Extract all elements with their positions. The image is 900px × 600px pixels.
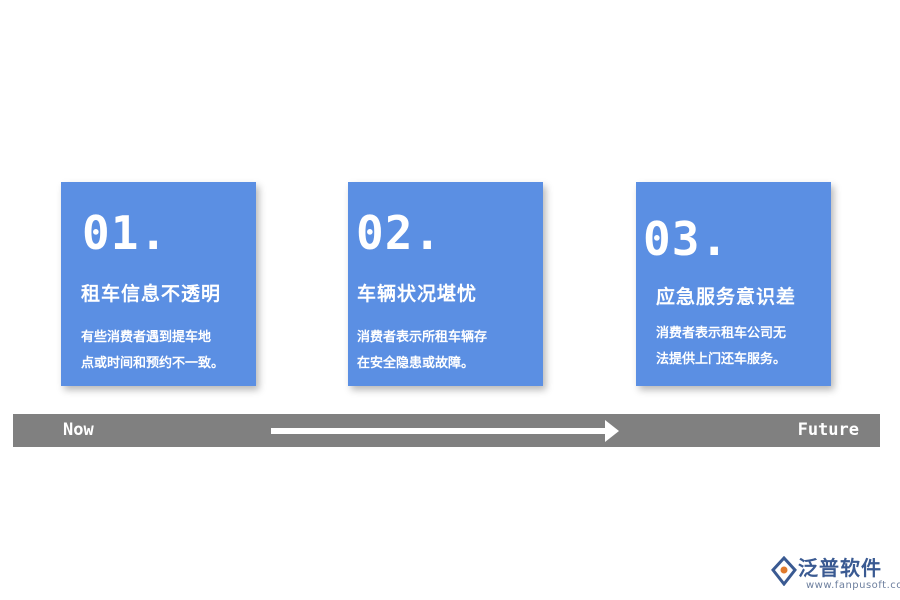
step-title: 车辆状况堪忧 xyxy=(357,283,478,305)
step-description: 消费者表示所租车辆存 在安全隐患或故障。 xyxy=(357,325,527,377)
step-description: 消费者表示租车公司无 法提供上门还车服务。 xyxy=(656,321,826,373)
brand-mark-icon xyxy=(771,556,797,586)
step-card-2: 02. 车辆状况堪忧 消费者表示所租车辆存 在安全隐患或故障。 xyxy=(348,182,543,386)
step-title: 租车信息不透明 xyxy=(81,283,222,305)
step-description-line: 消费者表示所租车辆存 xyxy=(357,330,488,345)
timeline-bar: Now Future xyxy=(13,414,880,447)
brand-url: www.fanpusoft.com xyxy=(806,580,900,591)
step-description-line: 有些消费者遇到提车地 xyxy=(81,330,212,345)
brand-name: 泛普软件 xyxy=(798,556,882,580)
step-description-line: 消费者表示租车公司无 xyxy=(656,326,787,341)
step-description-line: 法提供上门还车服务。 xyxy=(656,352,787,367)
step-card-1: 01. 租车信息不透明 有些消费者遇到提车地 点或时间和预约不一致。 xyxy=(61,182,256,386)
step-description-line: 点或时间和预约不一致。 xyxy=(81,356,225,371)
step-number: 03. xyxy=(643,212,730,266)
brand-logo: 泛普软件 www.fanpusoft.com xyxy=(770,556,900,596)
timeline-start-label: Now xyxy=(63,420,94,440)
step-number: 02. xyxy=(356,206,443,260)
step-description: 有些消费者遇到提车地 点或时间和预约不一致。 xyxy=(81,325,251,377)
step-card-3: 03. 应急服务意识差 消费者表示租车公司无 法提供上门还车服务。 xyxy=(636,182,831,386)
step-number: 01. xyxy=(82,206,169,260)
step-description-line: 在安全隐患或故障。 xyxy=(357,356,475,371)
step-title: 应急服务意识差 xyxy=(656,286,797,308)
timeline-arrow-icon xyxy=(271,420,619,442)
timeline-end-label: Future xyxy=(797,420,859,440)
